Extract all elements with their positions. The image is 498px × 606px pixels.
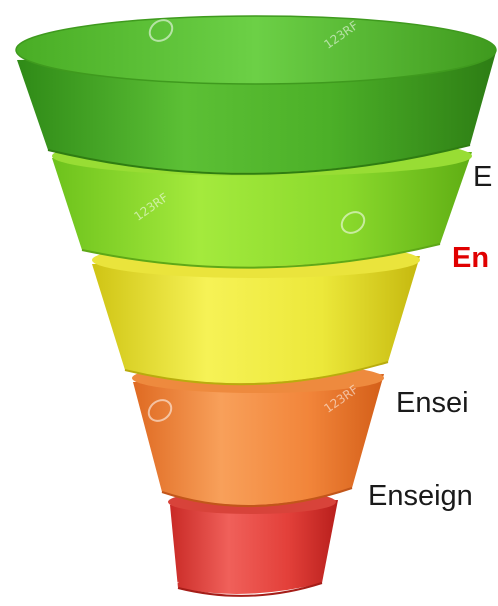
funnel-label-3: Ensei	[396, 387, 469, 419]
funnel-label-1: E	[473, 161, 493, 193]
funnel-label-2: En	[452, 242, 490, 274]
funnel-layer-top	[15, 15, 497, 175]
funnel-label-4: Enseign	[368, 480, 473, 512]
